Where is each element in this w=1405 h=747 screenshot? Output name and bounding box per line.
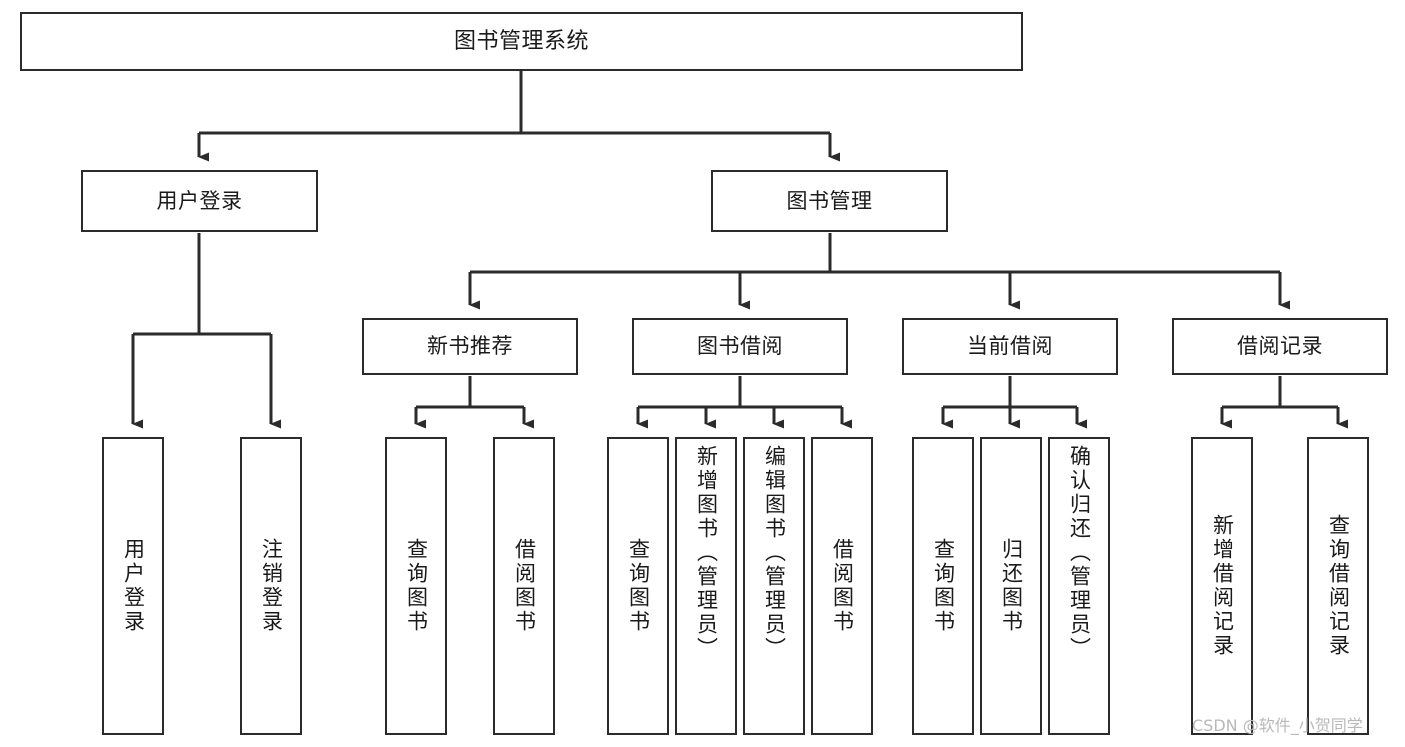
node-label: 新书推荐 [427,334,513,359]
node-label: 确认归还（管理员） [1067,445,1092,661]
node-current-borrow[interactable]: 当前借阅 [902,318,1118,375]
node-book-management[interactable]: 图书管理 [711,170,948,232]
leaf-query-book-borrow[interactable]: 查询图书 [607,437,669,735]
node-label: 借阅图书 [512,538,537,634]
node-label: 查询图书 [626,538,651,634]
node-label: 当前借阅 [967,334,1053,359]
node-label: 图书管理 [786,188,873,213]
node-label: 新增借阅记录 [1210,514,1235,658]
leaf-add-book-admin[interactable]: 新增图书（管理员） [675,437,737,735]
node-label: 图书管理系统 [453,28,589,54]
node-label: 借阅记录 [1237,334,1323,359]
node-label: 归还图书 [999,538,1024,634]
node-label: 新增图书（管理员） [694,445,719,661]
node-new-book-recommend[interactable]: 新书推荐 [362,318,578,375]
leaf-borrow-book[interactable]: 借阅图书 [811,437,873,735]
node-user-login[interactable]: 用户登录 [81,170,318,232]
leaf-query-book-recommend[interactable]: 查询图书 [385,437,447,735]
node-label: 用户登录 [156,188,243,213]
node-label: 图书借阅 [697,334,783,359]
leaf-borrow-book-recommend[interactable]: 借阅图书 [493,437,555,735]
leaf-edit-book-admin[interactable]: 编辑图书（管理员） [743,437,805,735]
leaf-add-borrow-record[interactable]: 新增借阅记录 [1191,437,1253,735]
node-label: 注销登录 [259,538,284,634]
node-label: 查询图书 [931,538,956,634]
node-borrow-records[interactable]: 借阅记录 [1172,318,1388,375]
node-label: 用户登录 [121,538,146,634]
node-label: 借阅图书 [830,538,855,634]
leaf-confirm-return-admin[interactable]: 确认归还（管理员） [1048,437,1110,735]
node-label: 查询借阅记录 [1326,514,1351,658]
leaf-query-borrow-record[interactable]: 查询借阅记录 [1307,437,1369,735]
leaf-query-book-current[interactable]: 查询图书 [912,437,974,735]
node-label: 编辑图书（管理员） [762,445,787,661]
node-book-borrow[interactable]: 图书借阅 [632,318,848,375]
node-root-system[interactable]: 图书管理系统 [20,12,1023,71]
node-label: 查询图书 [404,538,429,634]
leaf-return-book[interactable]: 归还图书 [980,437,1042,735]
leaf-logout[interactable]: 注销登录 [240,437,302,735]
leaf-user-login[interactable]: 用户登录 [102,437,164,735]
